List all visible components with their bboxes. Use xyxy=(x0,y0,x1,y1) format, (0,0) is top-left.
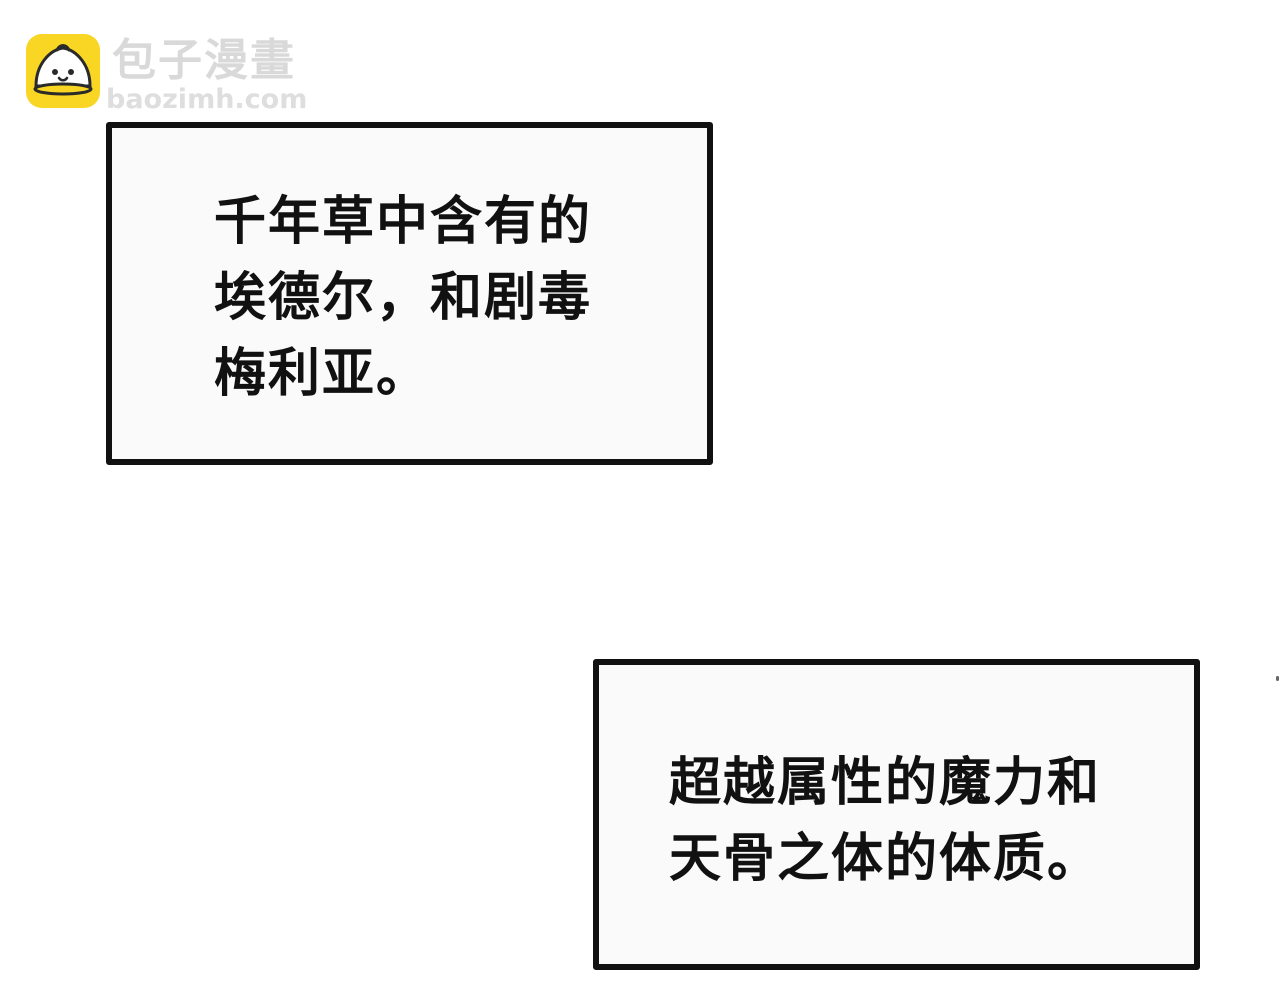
caption-box-2: 超越属性的魔力和 天骨之体的体质。 xyxy=(593,659,1200,970)
caption-line: 千年草中含有的 xyxy=(214,192,593,252)
watermark-url: baozimh.com xyxy=(106,84,308,115)
caption-text-2: 超越属性的魔力和 天骨之体的体质。 xyxy=(669,745,1101,897)
caption-line: 梅利亚。 xyxy=(214,344,431,404)
bun-mascot-icon xyxy=(26,34,100,108)
caption-text-1: 千年草中含有的 埃德尔，和剧毒 梅利亚。 xyxy=(214,184,592,412)
watermark-title: 包子漫畫 xyxy=(112,35,296,86)
caption-box-1: 千年草中含有的 埃德尔，和剧毒 梅利亚。 xyxy=(106,122,713,465)
ink-speck xyxy=(1276,676,1279,681)
caption-line: 超越属性的魔力和 xyxy=(669,753,1102,813)
caption-line: 埃德尔，和剧毒 xyxy=(214,268,593,328)
caption-line: 天骨之体的体质。 xyxy=(669,829,1102,889)
watermark-logo: 包子漫畫 baozimh.com xyxy=(26,34,326,118)
